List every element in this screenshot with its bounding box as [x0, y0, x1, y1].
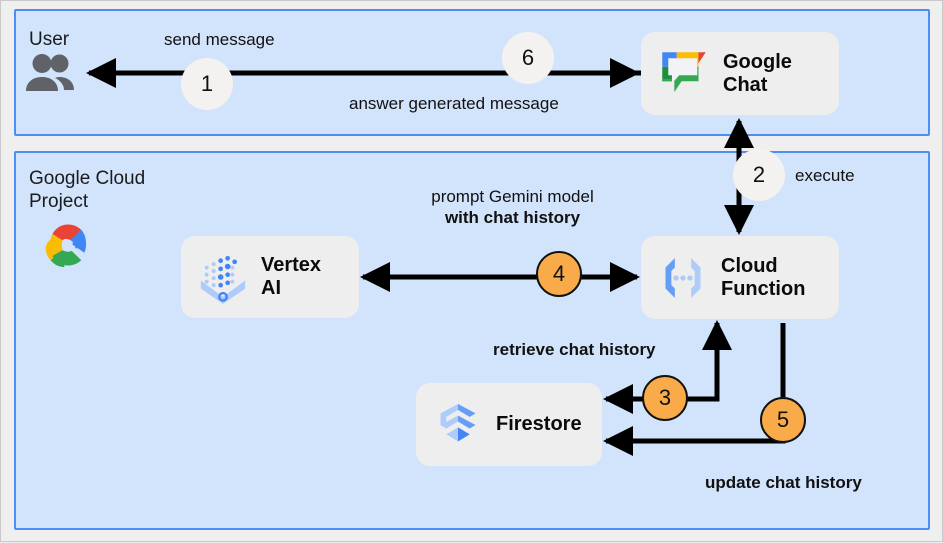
step-badge-5[interactable]: 5 [760, 397, 806, 443]
service-label-cloud-function: Cloud Function [721, 254, 806, 300]
service-card-cloud-function[interactable]: Cloud Function [641, 236, 839, 319]
panel-user-label: User [29, 29, 70, 50]
caption-prompt-line1: prompt Gemini model [431, 187, 594, 206]
step-badge-1[interactable]: 1 [181, 58, 233, 110]
google-cloud-logo [45, 224, 87, 268]
caption-send-message: send message [164, 30, 275, 49]
caption-execute: execute [795, 166, 855, 185]
caption-prompt-gemini: prompt Gemini model with chat history [410, 186, 615, 228]
service-label-google-chat: Google Chat [723, 50, 792, 96]
caption-answer-generated: answer generated message [349, 94, 559, 113]
service-label-firestore: Firestore [496, 413, 582, 435]
service-card-google-chat[interactable]: Google Chat [641, 32, 839, 115]
step-badge-3[interactable]: 3 [642, 375, 688, 421]
service-card-firestore[interactable]: Firestore [416, 383, 602, 466]
caption-update-history: update chat history [705, 473, 862, 492]
people-icon [26, 54, 74, 91]
panel-gcp-label: Google Cloud Project [29, 168, 146, 212]
service-label-vertex-ai: Vertex AI [261, 254, 322, 299]
service-card-vertex-ai[interactable]: Vertex AI [181, 236, 359, 318]
google-chat-logo [655, 45, 713, 103]
step-badge-6[interactable]: 6 [502, 32, 554, 84]
firestore-logo [430, 397, 486, 453]
cloud-functions-logo [655, 250, 711, 306]
step-badge-4[interactable]: 4 [536, 251, 582, 297]
caption-retrieve-history: retrieve chat history [493, 340, 656, 359]
caption-prompt-line2: with chat history [444, 208, 581, 227]
step-badge-2[interactable]: 2 [733, 149, 785, 201]
panel-google-cloud-project [14, 151, 930, 530]
vertex-ai-logo [195, 249, 251, 305]
